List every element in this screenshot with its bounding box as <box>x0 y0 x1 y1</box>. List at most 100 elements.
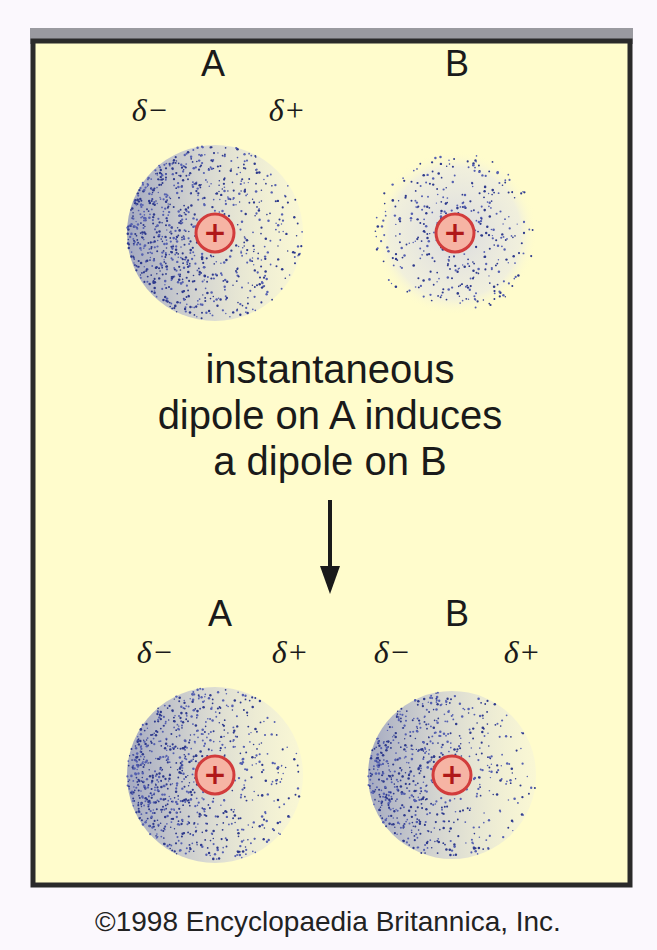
electron-dot <box>225 689 227 691</box>
electron-dot <box>211 707 212 708</box>
electron-dot <box>249 290 251 292</box>
electron-dot <box>184 229 186 231</box>
electron-dot <box>198 154 200 156</box>
electron-dot <box>208 169 211 172</box>
electron-dot <box>201 258 204 261</box>
electron-dot <box>485 175 487 177</box>
electron-dot <box>225 147 227 149</box>
electron-dot <box>256 168 258 170</box>
electron-dot <box>257 257 259 259</box>
electron-dot <box>234 855 236 857</box>
electron-dot <box>143 224 145 226</box>
electron-dot <box>150 274 152 276</box>
atoms <box>126 145 537 863</box>
electron-dot <box>169 237 171 239</box>
electron-dot <box>437 172 440 175</box>
electron-dots <box>126 146 536 861</box>
electron-dot <box>166 297 168 299</box>
electron-dot <box>133 226 135 228</box>
electron-dot <box>428 278 431 281</box>
electron-dot <box>432 183 434 185</box>
electron-dot <box>181 764 183 766</box>
electron-dot <box>223 183 225 185</box>
electron-dot <box>144 821 147 824</box>
electron-dot <box>467 160 469 162</box>
electron-dot <box>400 266 401 267</box>
electron-dot <box>253 744 255 746</box>
electron-dot <box>495 264 497 266</box>
electron-dot <box>193 850 195 852</box>
electron-dot <box>246 160 248 162</box>
electron-dot <box>448 160 450 162</box>
electron-dot <box>201 146 203 148</box>
electron-dot <box>237 308 239 310</box>
electron-dot <box>178 197 180 199</box>
electron-dot <box>459 285 461 287</box>
electron-dot <box>168 705 170 707</box>
electron-dot <box>154 786 156 788</box>
electron-dot <box>289 816 291 818</box>
electron-dot <box>176 803 178 805</box>
electron-dot <box>162 775 165 778</box>
electron-dot <box>192 251 194 253</box>
electron-dot <box>133 262 135 264</box>
electron-dot <box>237 157 239 159</box>
electron-dot <box>169 774 170 775</box>
electron-dot <box>192 184 194 186</box>
electron-dot <box>252 799 253 800</box>
electron-dot <box>195 760 197 762</box>
electron-dot <box>486 226 488 228</box>
electron-dot <box>165 273 167 275</box>
electron-dot <box>147 805 149 807</box>
electron-dot <box>167 207 169 209</box>
electron-dot <box>139 811 141 813</box>
electron-dot <box>210 291 213 294</box>
electron-dot <box>240 190 241 191</box>
electron-dot <box>212 160 214 162</box>
electron-dot <box>161 809 163 811</box>
electron-dot <box>242 305 244 307</box>
electron-dot <box>153 733 154 734</box>
electron-dot <box>229 198 231 200</box>
electron-dot <box>248 182 249 183</box>
electron-dot <box>419 222 421 224</box>
electron-dot <box>136 243 138 245</box>
electron-dot <box>512 255 515 258</box>
electron-dot <box>139 817 141 819</box>
electron-dot <box>170 733 172 735</box>
electron-dot <box>253 791 255 793</box>
electron-dot <box>216 847 218 849</box>
electron-dot <box>209 146 211 148</box>
electron-dot <box>499 210 501 212</box>
electron-dot <box>181 832 183 834</box>
electron-dot <box>286 747 288 749</box>
electron-dot <box>441 177 443 179</box>
electron-dot <box>151 252 153 254</box>
electron-dot <box>151 290 153 292</box>
electron-dot <box>193 781 194 782</box>
electron-dot <box>240 796 242 798</box>
electron-dot <box>517 274 519 276</box>
electron-dot <box>472 164 475 167</box>
electron-dot <box>505 258 507 260</box>
electron-dot <box>131 207 133 209</box>
electron-dot <box>157 836 159 838</box>
electron-dot <box>248 178 250 180</box>
electron-dot <box>143 247 145 249</box>
electron-dot <box>240 252 242 254</box>
electron-dot <box>163 843 165 845</box>
electron-dot <box>170 233 172 235</box>
electron-dot <box>230 250 232 252</box>
electron-dot <box>222 699 224 701</box>
electron-dot <box>177 210 179 212</box>
electron-dot <box>229 740 231 742</box>
electron-dot <box>440 163 442 165</box>
electron-dot <box>227 190 228 191</box>
electron-dot <box>203 808 205 810</box>
electron-dot <box>222 822 224 824</box>
electron-dot <box>383 192 385 194</box>
electron-dot <box>491 229 493 231</box>
electron-dot <box>197 805 199 807</box>
electron-dot <box>278 832 279 833</box>
electron-dot <box>474 167 476 169</box>
